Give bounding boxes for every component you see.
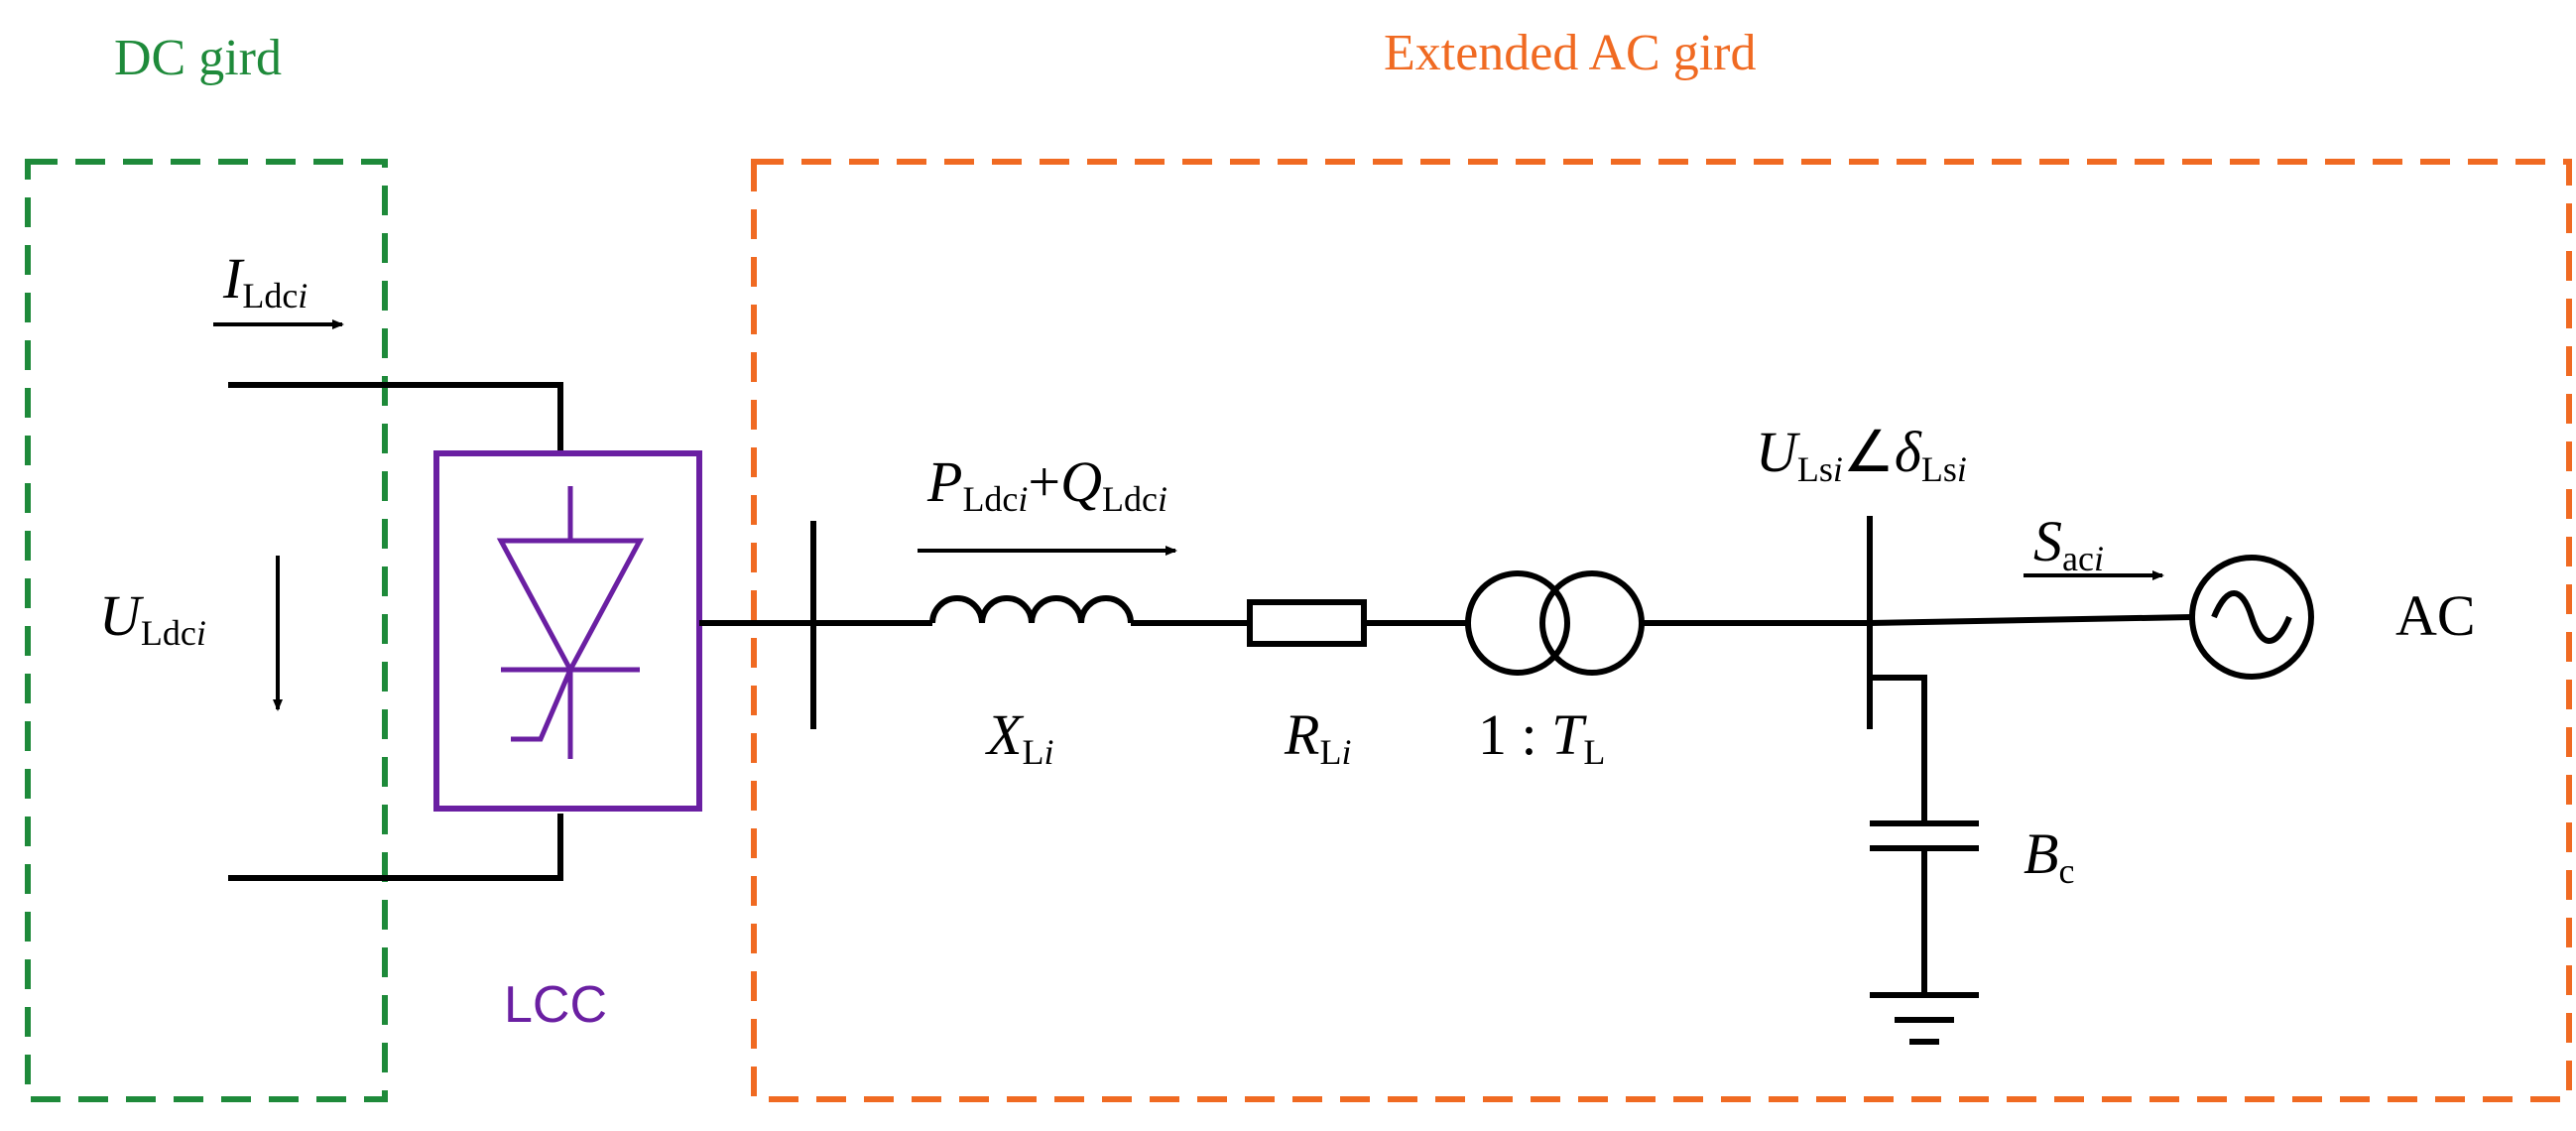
dc-current-symbol: ILdci [222,246,307,315]
dc-voltage-symbol: ULdci [99,583,206,653]
transformer [1465,570,1645,676]
dc-negative-line [228,814,563,881]
capacitor-symbol: Bc [2024,821,2074,891]
resistor [1247,599,1367,647]
dc-positive-line [228,382,563,453]
ac-main-line [699,614,2193,626]
dc-voltage-annotation: ULdci [99,556,283,711]
ac-source-label: AC [2395,583,2476,648]
transformer-ratio: 1 : TL [1478,702,1605,772]
power-flow-annotation: PLdci+QLdci [918,449,1177,556]
inductor-coil [929,595,1134,624]
lcc-box [433,450,702,812]
resistor-symbol: RLi [1284,702,1351,772]
thyristor-triangle [496,538,645,676]
dc-bus-lines [228,382,563,881]
dc-grid-region [25,159,388,1102]
ac-bus-voltage-symbol: ULsi∠δLsi [1756,420,1967,489]
ac-power-symbol: Saci [2033,509,2104,578]
ac-grid-region [751,159,2572,1102]
ac-power-annotation: Saci [2024,509,2164,580]
ac-grid-label: Extended AC gird [1384,25,1757,81]
thyristor-gate [511,669,573,742]
inductor-symbol: XLi [985,702,1053,772]
power-flow-symbol: PLdci+QLdci [926,449,1167,519]
capacitor-branch [1870,675,1979,992]
dc-current-annotation: ILdci [213,246,344,329]
lcc-label: LCC [504,976,607,1034]
ac-source-icon [2189,555,2314,680]
ground-icon [1870,992,1979,1045]
dc-grid-label: DC gird [114,30,282,86]
lcc-converter [433,450,702,812]
